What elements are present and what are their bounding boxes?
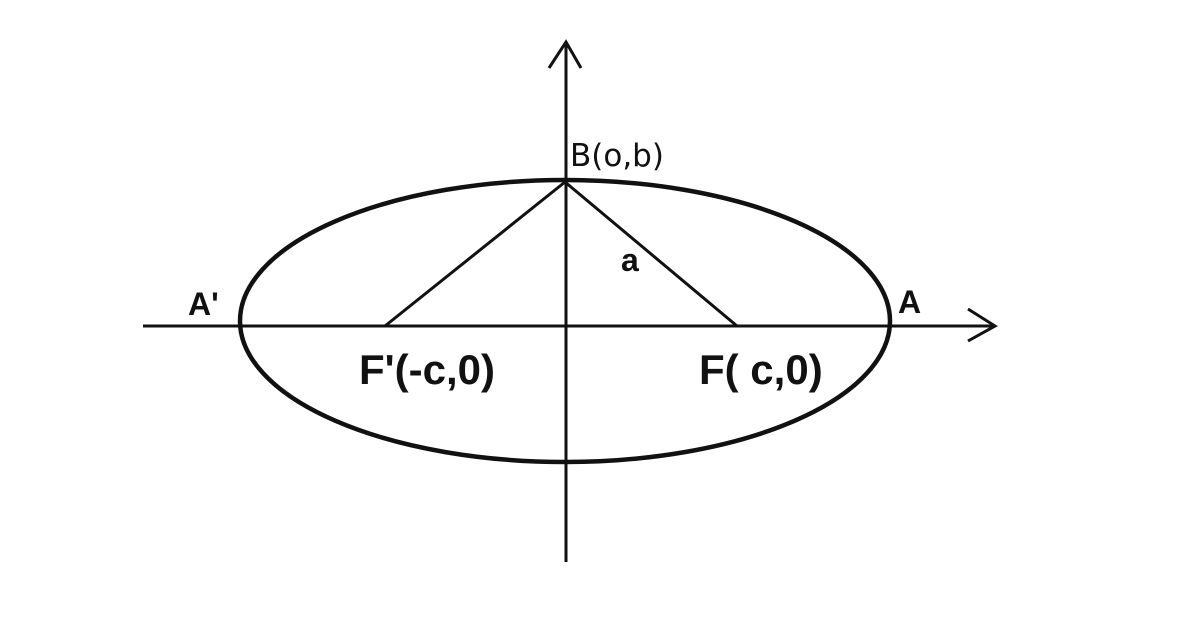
co-vertex-top-label: B(o,b)	[570, 138, 664, 174]
focus-right-label: F( c,0)	[699, 346, 823, 393]
x-axis-arrowhead	[967, 307, 998, 343]
line-b-to-left-focus	[384, 180, 566, 328]
y-axis-arrowhead	[547, 39, 583, 69]
vertex-left-label: A'	[188, 286, 219, 322]
vertex-right-label: A	[898, 284, 921, 320]
semi-major-axis-label: a	[621, 242, 639, 278]
focus-left-label: F'(-c,0)	[359, 346, 495, 393]
ellipse-curve	[237, 177, 893, 465]
line-b-to-right-focus	[564, 180, 738, 328]
